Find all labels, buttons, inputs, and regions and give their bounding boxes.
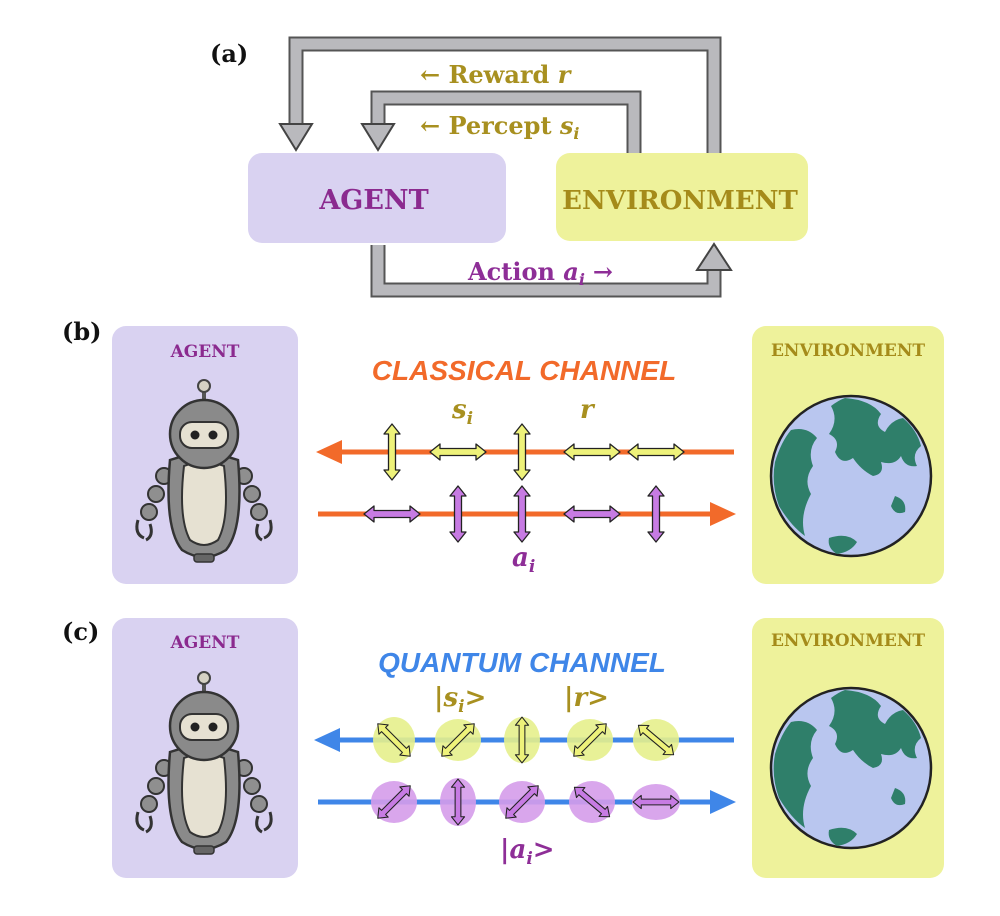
action-label: Action ai→: [467, 257, 613, 289]
classical-reward-label: r: [580, 395, 596, 425]
classical-action-label: ai: [512, 543, 535, 577]
quantum-action-states: [371, 778, 680, 826]
quantum-percept-reward-states: [372, 716, 679, 764]
agent-label-a: AGENT: [318, 185, 428, 216]
earth-globe-b: [769, 394, 933, 558]
environment-label-c: ENVIRONMENT: [771, 631, 925, 651]
classical-channel-title: CLASSICAL CHANNEL: [372, 355, 676, 386]
environment-label-a: ENVIRONMENT: [562, 186, 798, 216]
reward-label: ← Reward r: [420, 60, 573, 89]
environment-box-a: [556, 153, 808, 241]
feedback-loop-pipes: [288, 36, 722, 298]
environment-label-b: ENVIRONMENT: [771, 341, 925, 361]
panel-a-label: (a): [210, 39, 248, 68]
agent-box-a: [248, 153, 506, 243]
earth-globe-c: [769, 686, 933, 850]
quantum-reward-ket: |r>: [564, 683, 609, 713]
panel-c-label: (c): [62, 617, 99, 646]
panel-b-label: (b): [62, 317, 102, 346]
agent-label-b: AGENT: [170, 342, 240, 362]
loop-arrowheads: [278, 123, 733, 271]
quantum-channel-title: QUANTUM CHANNEL: [378, 647, 666, 678]
percept-label: ← Percept si: [420, 111, 579, 143]
quantum-percept-ket: |si>: [434, 683, 486, 717]
quantum-action-ket: |ai>: [500, 835, 555, 869]
agent-label-c: AGENT: [170, 633, 240, 653]
classical-percept-label: si: [451, 395, 473, 429]
